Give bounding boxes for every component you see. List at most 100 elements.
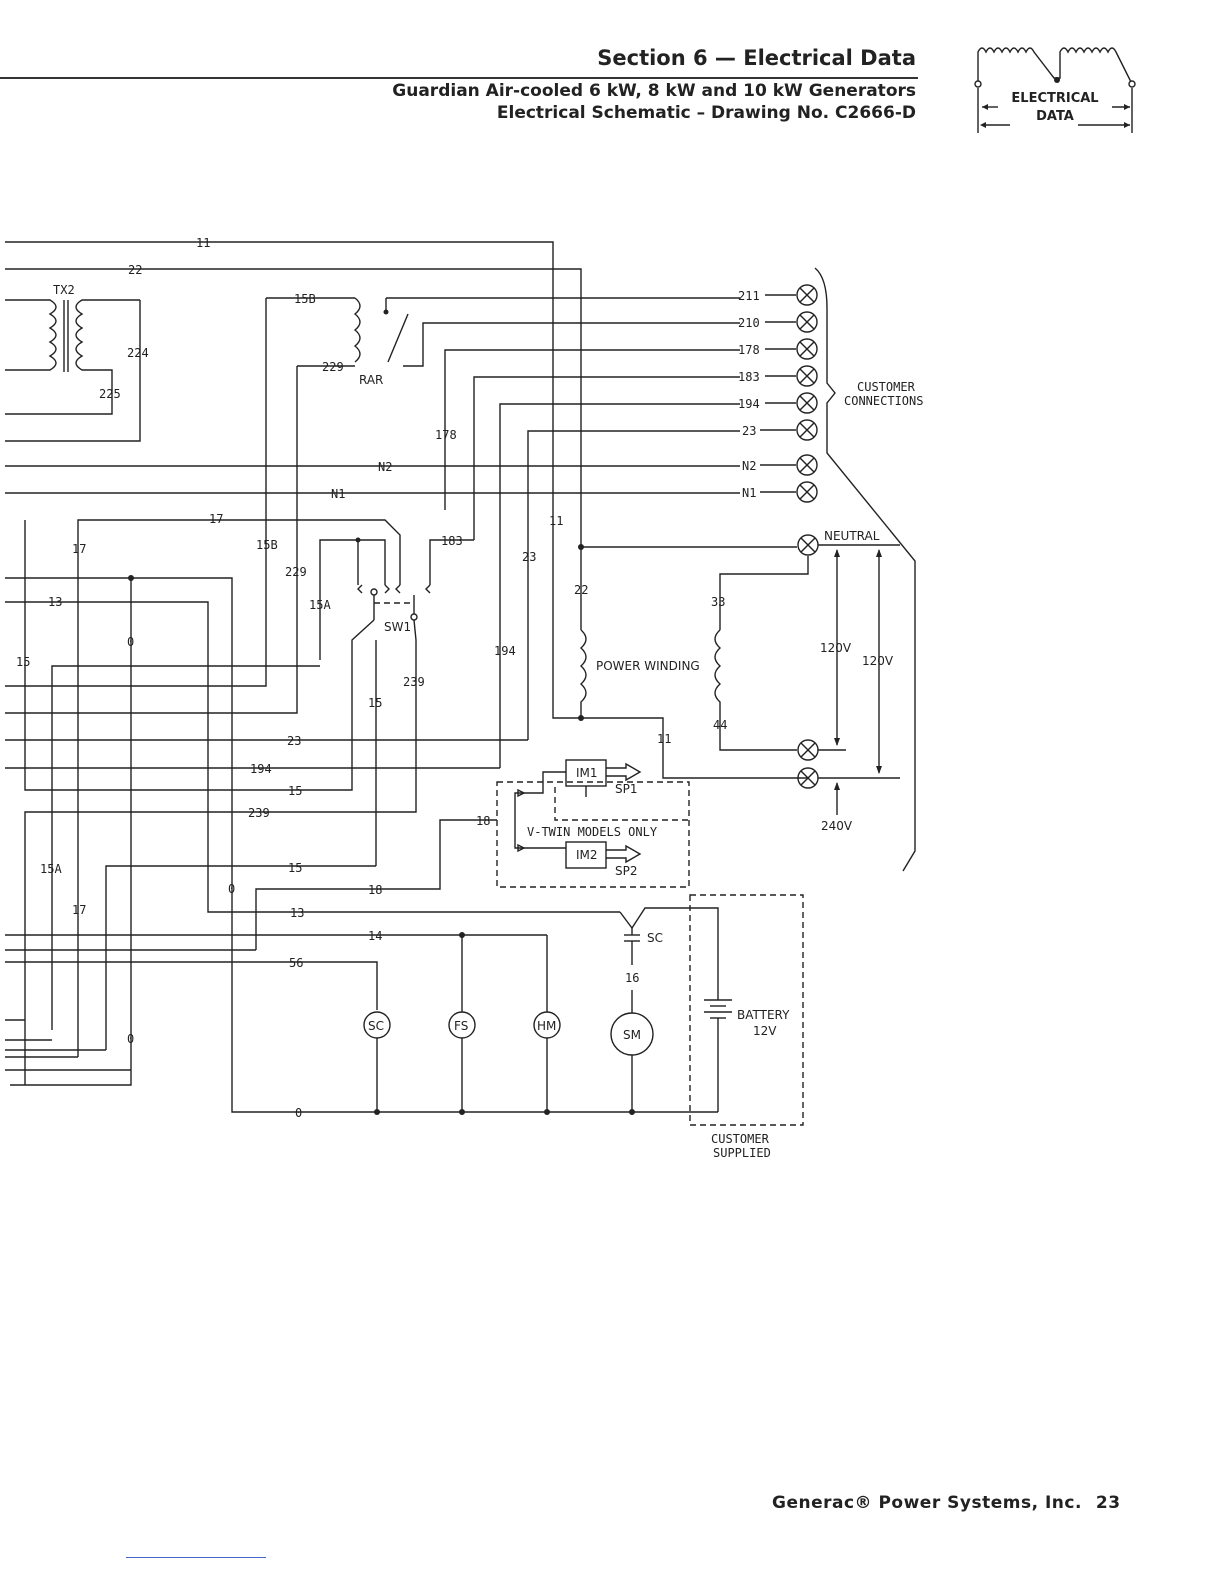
svg-text:0: 0 <box>127 1032 134 1046</box>
svg-text:TX2: TX2 <box>53 283 75 297</box>
svg-text:194: 194 <box>250 762 272 776</box>
svg-text:11: 11 <box>196 236 210 250</box>
svg-text:17: 17 <box>72 542 86 556</box>
svg-text:15: 15 <box>288 861 302 875</box>
svg-text:239: 239 <box>248 806 270 820</box>
svg-text:194: 194 <box>494 644 516 658</box>
svg-text:SC: SC <box>647 931 663 945</box>
svg-text:CUSTOMER: CUSTOMER <box>711 1132 770 1146</box>
svg-text:CONNECTIONS: CONNECTIONS <box>844 394 923 408</box>
svg-text:178: 178 <box>738 343 760 357</box>
svg-text:17: 17 <box>72 903 86 917</box>
svg-text:SC: SC <box>368 1019 384 1033</box>
svg-text:N1: N1 <box>742 486 756 500</box>
svg-text:22: 22 <box>574 583 588 597</box>
svg-text:120V: 120V <box>820 641 852 655</box>
svg-text:15: 15 <box>16 655 30 669</box>
terminal-194: 194 <box>738 392 818 414</box>
electrical-data-badge: ELECTRICAL DATA <box>974 47 1136 133</box>
svg-text:15A: 15A <box>309 598 331 612</box>
svg-text:23: 23 <box>742 424 756 438</box>
terminal-23: 23 <box>742 419 818 441</box>
svg-text:BATTERY: BATTERY <box>737 1008 790 1022</box>
power-winding: POWER WINDING 33 44 <box>578 544 809 751</box>
svg-text:FS: FS <box>454 1019 468 1033</box>
svg-text:15A: 15A <box>40 862 62 876</box>
header-rule <box>0 77 918 79</box>
svg-text:POWER WINDING: POWER WINDING <box>596 659 700 673</box>
badge-line1: ELECTRICAL <box>1011 91 1098 106</box>
svg-text:14: 14 <box>368 929 382 943</box>
svg-text:13: 13 <box>48 595 62 609</box>
svg-text:194: 194 <box>738 397 760 411</box>
svg-text:178: 178 <box>435 428 457 442</box>
svg-text:225: 225 <box>99 387 121 401</box>
terminal-183: 183 <box>738 365 818 387</box>
svg-text:CUSTOMER: CUSTOMER <box>857 380 916 394</box>
svg-text:SP2: SP2 <box>615 864 638 878</box>
terminal-178: 178 <box>738 338 818 360</box>
svg-text:N2: N2 <box>378 460 392 474</box>
svg-text:11: 11 <box>549 514 563 528</box>
company-name: Generac® Power Systems, Inc. <box>772 1493 1082 1513</box>
svg-text:239: 239 <box>403 675 425 689</box>
terminal-n2: N2 <box>742 454 818 476</box>
transformer-tx2: TX2 224 225 <box>5 283 149 442</box>
svg-text:240V: 240V <box>821 819 853 833</box>
svg-text:N1: N1 <box>331 487 345 501</box>
svg-text:SUPPLIED: SUPPLIED <box>713 1146 771 1160</box>
subtitle-line2: Electrical Schematic – Drawing No. C2666… <box>496 103 916 123</box>
svg-text:HM: HM <box>537 1019 556 1033</box>
svg-text:18: 18 <box>476 814 490 828</box>
svg-text:IM2: IM2 <box>576 848 598 862</box>
relay-rar: 15B 229 RAR 15B 229 <box>5 292 740 714</box>
svg-text:13: 13 <box>290 906 304 920</box>
page-number: 23 <box>1095 1493 1121 1513</box>
svg-text:16: 16 <box>625 971 639 985</box>
svg-text:N2: N2 <box>742 459 756 473</box>
wire-17-183: 17 17 17 183 <box>72 512 474 1057</box>
svg-text:183: 183 <box>738 370 760 384</box>
switch-sw1: 15A SW1 239 15 <box>24 520 431 1085</box>
svg-text:SM: SM <box>623 1028 641 1042</box>
svg-text:183: 183 <box>441 534 463 548</box>
terminal-210: 210 <box>738 311 818 333</box>
load-devices: SC FS HM SM 0 SC 16 <box>295 894 804 1160</box>
wire-11: 11 11 11 <box>5 236 808 779</box>
svg-text:224: 224 <box>127 346 149 360</box>
customer-terminal-block: 178 N2 N1 211 210 178 183 194 23 N2 N1 C… <box>5 267 923 872</box>
svg-text:0: 0 <box>295 1106 302 1120</box>
svg-text:120V: 120V <box>862 654 894 668</box>
svg-text:23: 23 <box>287 734 301 748</box>
svg-text:0: 0 <box>228 882 235 896</box>
terminal-211: 211 <box>738 284 818 306</box>
section-title: Section 6 — Electrical Data <box>597 46 916 70</box>
wire-22: 22 22 <box>5 263 588 630</box>
svg-text:15B: 15B <box>256 538 278 552</box>
ignition-modules: IM1 SP1 V-TWIN MODELS ONLY IM2 SP2 <box>496 759 690 888</box>
svg-text:15: 15 <box>288 784 302 798</box>
svg-text:18: 18 <box>368 883 382 897</box>
badge-line2: DATA <box>1036 109 1074 124</box>
svg-text:15: 15 <box>368 696 382 710</box>
svg-text:56: 56 <box>289 956 303 970</box>
svg-text:229: 229 <box>285 565 307 579</box>
svg-text:33: 33 <box>711 595 725 609</box>
svg-text:NEUTRAL: NEUTRAL <box>824 529 880 543</box>
svg-text:11: 11 <box>657 732 671 746</box>
svg-text:12V: 12V <box>753 1024 777 1038</box>
left-bus-lines: 0 0 0 13 13 15 15A 23 194 15 239 15 18 1… <box>5 550 620 1113</box>
svg-text:210: 210 <box>738 316 760 330</box>
svg-text:V-TWIN MODELS ONLY: V-TWIN MODELS ONLY <box>527 825 658 839</box>
svg-text:IM1: IM1 <box>576 766 598 780</box>
svg-text:SW1: SW1 <box>384 620 411 634</box>
svg-text:15B: 15B <box>294 292 316 306</box>
svg-text:22: 22 <box>128 263 142 277</box>
output-terminals: NEUTRAL 120V 120V 240V <box>797 529 900 833</box>
svg-text:211: 211 <box>738 289 760 303</box>
terminal-n1: N1 <box>742 481 818 503</box>
subtitle-line1: Guardian Air-cooled 6 kW, 8 kW and 10 kW… <box>392 81 916 101</box>
svg-text:SP1: SP1 <box>615 782 638 796</box>
